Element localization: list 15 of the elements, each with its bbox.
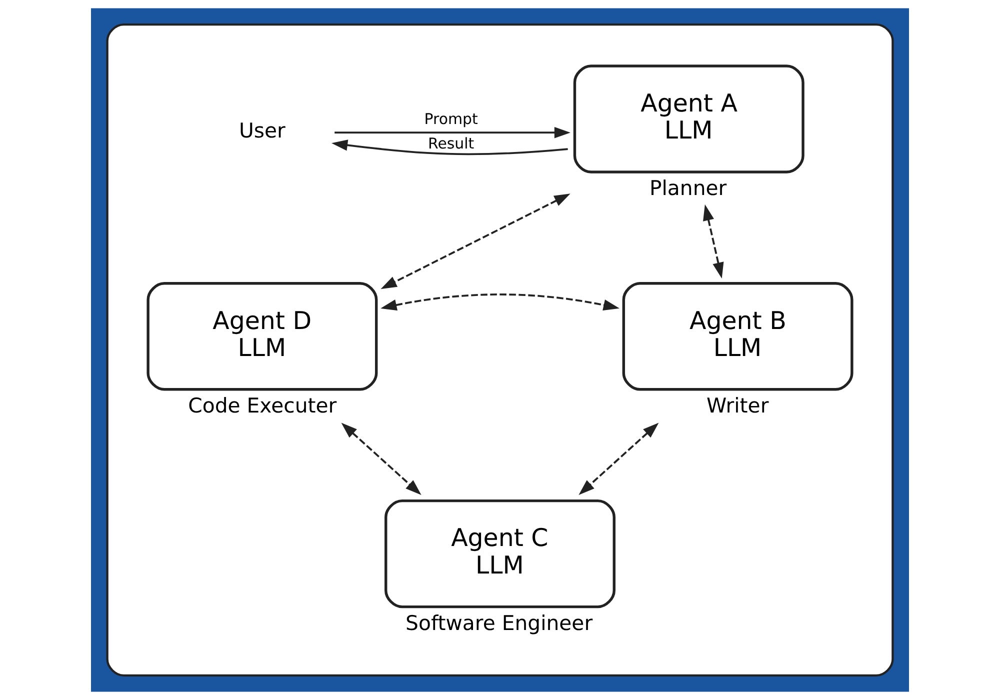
node-label: Planner: [649, 176, 727, 200]
edge-label: Result: [428, 134, 474, 153]
cluster: [106, 23, 894, 677]
edge-label: Prompt: [424, 110, 478, 128]
arrow: [578, 422, 659, 496]
arrow: [380, 294, 620, 311]
arrow: [332, 140, 568, 156]
node-label: Writer: [706, 394, 769, 418]
arrow: [341, 422, 422, 496]
arrow: [380, 194, 570, 290]
arrow: [703, 204, 724, 278]
node-label: Code Executer: [188, 394, 337, 418]
node-label: Software Engineer: [406, 610, 593, 635]
node-text: User: [238, 118, 286, 142]
arrow: [334, 126, 570, 138]
